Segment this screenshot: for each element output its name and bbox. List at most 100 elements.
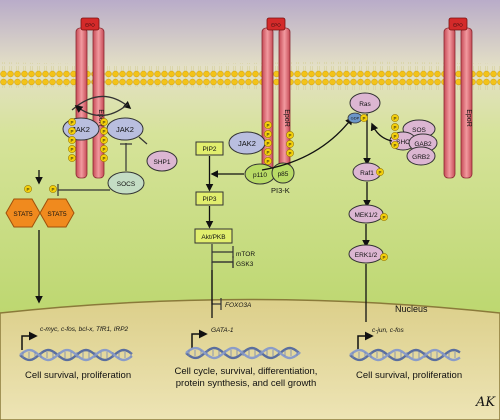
epo-label: EPO: [85, 23, 95, 28]
middle-pathway: PIP2 PIP3 JAK2 p110 p85 PI3-K Akt/PKB mT…: [175, 116, 353, 389]
grb2-label: GRB2: [412, 154, 430, 161]
left-pathway: JAK2 JAK2 SHP1 SOCS STAT5 STAT5 c-myc, c…: [5, 95, 178, 381]
phosphate-icon: P: [100, 118, 108, 126]
nucleus: Nucleus: [0, 298, 500, 420]
ras-label: Ras: [359, 101, 371, 108]
svg-text:P: P: [102, 147, 105, 152]
svg-text:P: P: [393, 125, 396, 130]
jak2-label: JAK2: [238, 139, 256, 148]
svg-text:P: P: [393, 134, 396, 139]
phosphate-icon: P: [100, 127, 108, 135]
dna-helix-left: [19, 348, 133, 362]
middle-outcome-line1: Cell cycle, survival, differentiation,: [175, 366, 318, 377]
svg-text:P: P: [102, 156, 105, 161]
shp1-label: SHP1: [154, 159, 171, 166]
phosphate-icon: P: [360, 114, 368, 122]
phosphate-icon: P: [376, 168, 384, 176]
phosphate-icon: P: [100, 136, 108, 144]
sos-label: SOS: [412, 127, 426, 134]
epo-label: EPO: [271, 23, 281, 28]
svg-text:P: P: [266, 123, 269, 128]
svg-text:P: P: [70, 138, 73, 143]
svg-text:P: P: [70, 147, 73, 152]
svg-text:P: P: [288, 133, 291, 138]
svg-text:P: P: [70, 129, 73, 134]
stat5-label: STAT5: [13, 211, 33, 218]
p85-subunit: [271, 162, 295, 184]
phosphate-icon: P: [24, 185, 32, 193]
svg-text:P: P: [266, 159, 269, 164]
phosphate-icon: P: [286, 131, 294, 139]
phosphate-icon: P: [264, 130, 272, 138]
ras-protein: [349, 92, 381, 114]
svg-text:P: P: [362, 116, 365, 121]
svg-text:P: P: [70, 156, 73, 161]
left-target-genes: c-myc, c-fos, bcl-x, TfR1, IRP2: [40, 326, 129, 333]
phosphate-icon: P: [391, 132, 399, 140]
phosphate-icon: P: [68, 154, 76, 162]
gata1-label: GATA-1: [211, 327, 234, 334]
phosphate-icon: P: [264, 148, 272, 156]
svg-text:P: P: [266, 132, 269, 137]
phosphate-icon: P: [68, 145, 76, 153]
gsk3-label: GSK3: [236, 261, 254, 268]
grb2-protein: [406, 146, 436, 166]
phosphate-icon: P: [100, 154, 108, 162]
svg-text:P: P: [382, 255, 385, 260]
phosphate-icon: P: [391, 114, 399, 122]
phosphate-icon: P: [391, 123, 399, 131]
dna-helix-right: [349, 348, 461, 362]
plasma-membrane: [0, 61, 500, 92]
epo-label: EPO: [453, 23, 463, 28]
raf1-label: Raf1: [360, 170, 374, 177]
svg-text:P: P: [382, 215, 385, 220]
right-target-genes: c-jun, c-fos: [372, 327, 405, 334]
left-outcome: Cell survival, proliferation: [25, 370, 131, 381]
stat5-b: [39, 198, 75, 228]
svg-text:P: P: [102, 120, 105, 125]
shc-label: SHC: [396, 139, 410, 146]
svg-text:P: P: [288, 142, 291, 147]
phosphate-icon: P: [391, 141, 399, 149]
jak2-label: JAK2: [116, 125, 134, 134]
akt-box: [194, 228, 233, 244]
svg-text:P: P: [378, 170, 381, 175]
phosphate-icon: P: [264, 139, 272, 147]
shp1-protein: [146, 150, 178, 172]
epo-ligand: [80, 17, 100, 31]
jak2-label: JAK2: [72, 125, 90, 134]
epo-ligand: [448, 17, 468, 31]
svg-text:P: P: [70, 120, 73, 125]
epor-label: EpoR: [465, 109, 472, 127]
p110-label: p110: [253, 172, 267, 179]
stat5-label: STAT5: [47, 211, 67, 218]
p85-label: p85: [278, 171, 289, 178]
gab2-label: GAB2: [414, 141, 432, 148]
nucleus-label: Nucleus: [395, 304, 428, 314]
pi3k-label: PI3-K: [271, 186, 290, 195]
artist-signature: AK: [475, 395, 496, 410]
phosphate-icon: P: [380, 213, 388, 221]
phosphate-icon: P: [68, 118, 76, 126]
phosphate-icon: P: [286, 140, 294, 148]
middle-outcome-line2: protein synthesis, and cell growth: [176, 378, 316, 389]
epo-receptor-3: EPO EpoR: [443, 17, 473, 179]
socs-protein: [107, 171, 145, 195]
svg-text:P: P: [26, 187, 29, 192]
phosphate-icon: P: [380, 253, 388, 261]
erk-label: ERK1/2: [355, 252, 378, 259]
right-outcome: Cell survival, proliferation: [356, 370, 462, 381]
phosphate-icon: P: [49, 185, 57, 193]
svg-text:P: P: [51, 187, 54, 192]
mek-label: MEK1/2: [354, 212, 378, 219]
pip2-label: PIP2: [202, 146, 216, 153]
pip3-label: PIP3: [202, 196, 216, 203]
phosphate-icon: P: [100, 145, 108, 153]
foxo3a-label: FOXO3A: [225, 302, 251, 309]
phosphate-icon: P: [68, 127, 76, 135]
epor-label: EpoR: [283, 109, 290, 127]
